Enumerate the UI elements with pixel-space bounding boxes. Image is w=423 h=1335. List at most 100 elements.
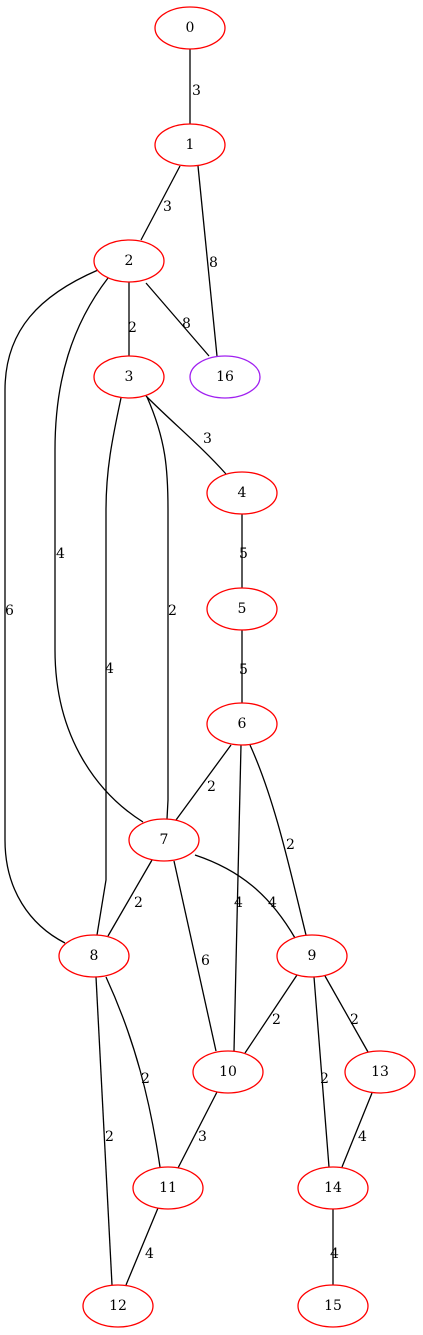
edge-line [249,744,307,936]
node-ellipse [154,6,226,50]
edge-3-7: 2 [146,396,177,820]
edge-line [125,1207,159,1286]
edge-line [145,395,227,475]
edge-line [177,1091,218,1169]
edge-line [146,396,169,820]
node-ellipse [132,1166,204,1210]
edge-line [105,976,161,1168]
edge-weight-label: 2 [272,1012,281,1028]
edge-weight-label: 5 [239,546,248,562]
node-label: 8 [90,948,99,964]
node-ellipse [206,587,278,631]
edge-weight-label: 3 [192,83,201,99]
edge-3-8: 4 [96,397,122,936]
edge-6-10: 4 [233,744,243,1052]
edge-weight-label: 6 [5,603,14,619]
edge-weight-label: 6 [201,953,210,969]
edge-line [313,976,330,1168]
node-12: 12 [82,1284,154,1328]
edge-7-10: 6 [173,860,217,1052]
node-0: 0 [154,6,226,50]
edge-9-14: 2 [313,976,330,1168]
edge-line [107,859,153,937]
node-ellipse [93,239,165,283]
edge-1-16: 8 [197,165,218,357]
edge-2-8: 6 [4,269,99,944]
node-label: 0 [186,20,195,36]
edge-weight-label: 2 [134,895,143,911]
node-ellipse [192,1050,264,1094]
edge-weight-label: 2 [105,1129,114,1145]
edge-weight-label: 4 [56,546,65,562]
node-ellipse [297,1284,369,1328]
node-10: 10 [192,1050,264,1094]
edge-10-11: 3 [177,1091,218,1169]
node-14: 14 [297,1166,369,1210]
edge-line [194,854,296,939]
edge-line [197,165,218,357]
edge-5-6: 5 [239,630,248,703]
node-11: 11 [132,1166,204,1210]
edge-7-9: 4 [194,854,296,939]
node-label: 3 [125,369,134,385]
edge-line [140,165,181,241]
edge-13-14: 4 [341,1092,373,1168]
edge-7-8: 2 [107,859,153,937]
edge-1-2: 3 [140,165,181,241]
edge-line [173,860,217,1052]
edge-weight-label: 2 [168,603,177,619]
node-15: 15 [297,1284,369,1328]
node-ellipse [82,1284,154,1328]
edge-weight-label: 3 [203,431,212,447]
edge-weight-label: 3 [163,199,172,215]
edge-6-7: 2 [175,744,232,821]
node-2: 2 [93,239,165,283]
node-ellipse [154,123,226,167]
edge-weight-label: 2 [286,837,295,853]
edge-weight-label: 4 [105,661,114,677]
edge-weight-label: 4 [234,895,243,911]
edge-weight-label: 4 [358,1129,367,1145]
edge-line [233,744,242,1052]
node-label: 2 [125,253,134,269]
node-label: 10 [219,1064,237,1080]
node-ellipse [276,934,348,978]
edge-line [244,974,298,1054]
node-label: 13 [371,1064,389,1080]
edge-weight-label: 5 [239,662,248,678]
node-label: 12 [109,1298,127,1314]
node-9: 9 [276,934,348,978]
node-label: 6 [238,716,247,732]
node-label: 5 [238,601,247,617]
node-ellipse [344,1050,416,1094]
node-6: 6 [206,702,278,746]
node-label: 1 [186,137,195,153]
edge-weight-label: 2 [141,1071,150,1087]
edge-weight-label: 8 [209,255,218,271]
edge-weight-label: 4 [330,1246,339,1262]
node-7: 7 [128,818,200,862]
edge-weight-label: 2 [128,320,137,336]
edge-2-7: 4 [54,277,144,823]
node-ellipse [93,355,165,399]
node-ellipse [58,934,130,978]
edge-line [95,976,113,1286]
edge-14-15: 4 [330,1209,339,1285]
edge-4-5: 5 [239,514,248,588]
node-4: 4 [206,471,278,515]
edge-weight-label: 8 [182,316,191,332]
node-label: 7 [160,832,169,848]
node-ellipse [297,1166,369,1210]
edge-3-4: 3 [145,395,227,475]
edge-weight-label: 2 [320,1071,329,1087]
node-label: 9 [308,948,317,964]
node-ellipse [206,471,278,515]
node-5: 5 [206,587,278,631]
node-label: 15 [324,1298,342,1314]
edge-weight-label: 4 [268,895,277,911]
edge-9-13: 2 [324,975,369,1053]
edge-line [96,397,122,936]
